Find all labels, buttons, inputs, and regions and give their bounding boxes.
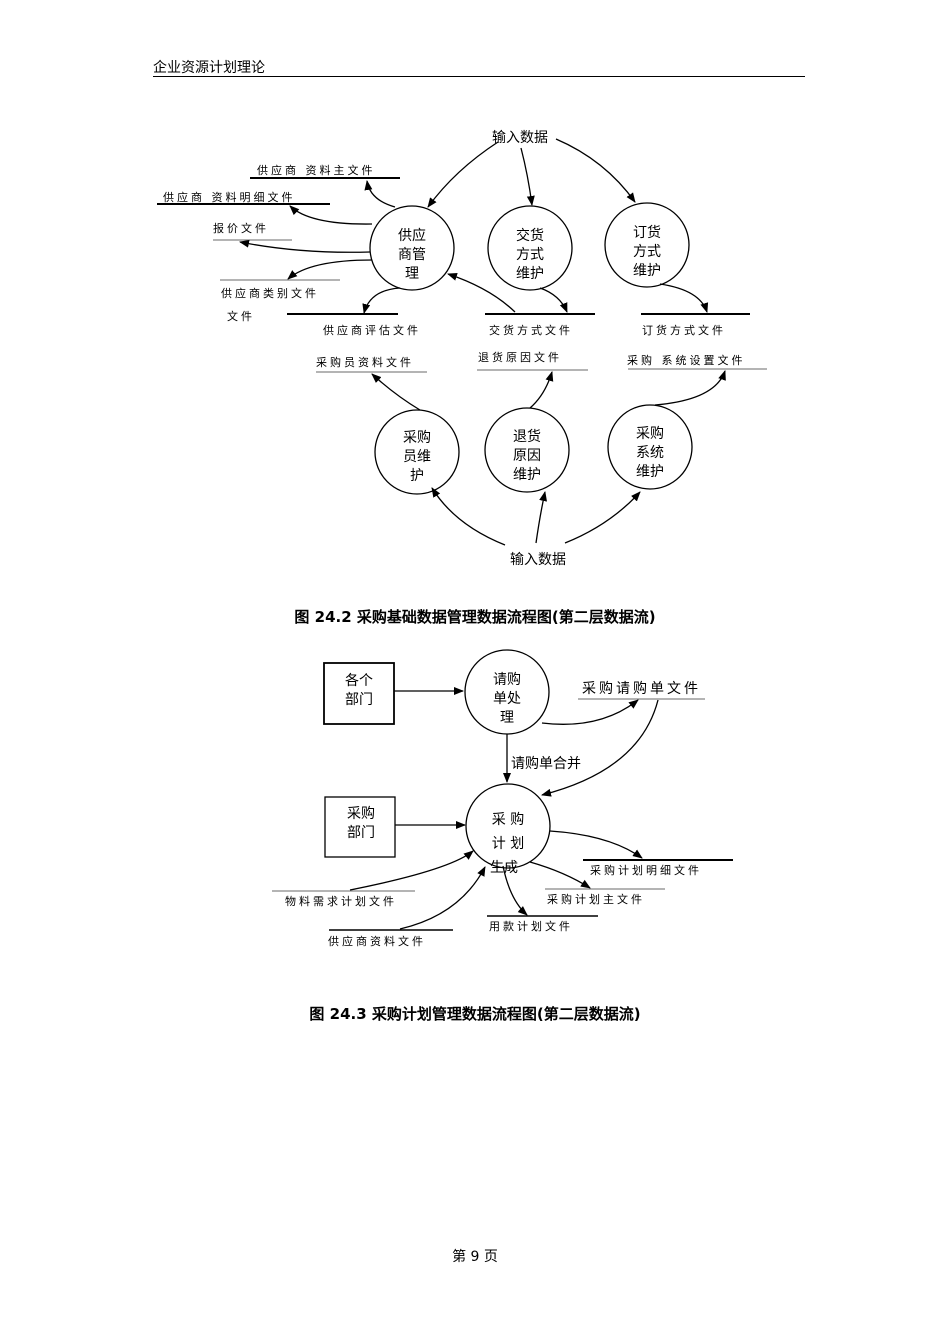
process-label: 交货 (516, 227, 544, 244)
data-store-label: 供应商类别文件 (221, 286, 319, 300)
data-store-label: 供应商 资料明细文件 (163, 190, 296, 204)
process-label: 商管 (398, 247, 426, 263)
process-circle (369, 205, 455, 291)
process-label: 维护 (633, 263, 661, 279)
entity-label: 采购 (347, 806, 375, 822)
data-store-label: 交货方式文件 (489, 323, 573, 337)
process-circle (374, 409, 460, 495)
data-store-label: 采购请购单文件 (582, 681, 701, 697)
figure1-graphics (157, 138, 767, 546)
process-label: 理 (500, 710, 514, 726)
data-store-label: 报价文件 (213, 221, 269, 235)
data-store-label: 订货方式文件 (642, 323, 726, 337)
header-rule (153, 76, 805, 77)
process-label: 员维 (403, 449, 431, 465)
process-label: 护 (410, 468, 424, 484)
data-store-label: 供应商评估文件 (323, 323, 421, 337)
data-store-label: 采购员资料文件 (316, 355, 414, 369)
figure1-labels: 输入数据 输入数据 供应 商管 理 交货 方式 维护 订货 方式 维护 采购 员… (163, 130, 746, 568)
running-header: 企业资源计划理论 (153, 60, 265, 76)
page-number: 第 9 页 (452, 1249, 498, 1265)
flow-label: 请购单合并 (511, 756, 581, 772)
figure2-graphics (272, 649, 733, 931)
process-label: 退货 (513, 428, 541, 445)
process-label: 维护 (636, 464, 664, 480)
data-store-label: 物料需求计划文件 (285, 894, 397, 908)
process-label: 维护 (516, 266, 544, 282)
process-circle (607, 404, 693, 490)
entity-label: 部门 (345, 692, 373, 708)
process-label: 采购 (636, 426, 664, 442)
process-label: 订货 (633, 224, 661, 241)
process-label: 原因 (513, 448, 541, 464)
data-store-label: 采购计划主文件 (547, 892, 645, 906)
data-store-label: 退货原因文件 (478, 350, 562, 364)
data-store-label: 采购 系统设置文件 (627, 353, 746, 367)
input-data-label: 输入数据 (492, 130, 548, 146)
data-store-label: 采购计划明细文件 (590, 863, 702, 877)
process-label: 供应 (398, 227, 426, 244)
figure-caption: 图 24.2 采购基础数据管理数据流程图(第二层数据流) (294, 608, 656, 626)
data-store-label: 用款计划文件 (489, 919, 573, 933)
input-data-label: 输入数据 (510, 552, 566, 568)
process-label: 生成 (490, 860, 518, 876)
process-label: 计 划 (492, 836, 524, 852)
process-label: 请购 (493, 672, 521, 688)
process-label: 单处 (493, 691, 521, 707)
entity-box (324, 796, 396, 858)
figure-caption: 图 24.3 采购计划管理数据流程图(第二层数据流) (309, 1005, 641, 1023)
process-label: 维护 (513, 467, 541, 483)
data-store-label: 文件 (227, 309, 255, 323)
data-store-label: 供应商资料文件 (328, 934, 426, 948)
figure2-labels: 各个 部门 采购 部门 请购 单处 理 采 购 计 划 生成 请购单合并 采购请… (285, 672, 702, 948)
process-label: 系统 (636, 445, 664, 461)
entity-box (323, 662, 395, 725)
entity-label: 各个 (345, 673, 373, 689)
process-label: 理 (405, 266, 419, 282)
process-label: 采 购 (492, 812, 524, 828)
process-circle (465, 783, 551, 869)
entity-label: 部门 (347, 825, 375, 841)
process-circle (604, 202, 690, 288)
data-store-label: 供应商 资料主文件 (257, 163, 376, 177)
process-label: 采购 (403, 430, 431, 446)
process-circle (487, 205, 573, 291)
process-circle (484, 407, 570, 493)
process-label: 方式 (633, 244, 661, 260)
process-label: 方式 (516, 247, 544, 263)
